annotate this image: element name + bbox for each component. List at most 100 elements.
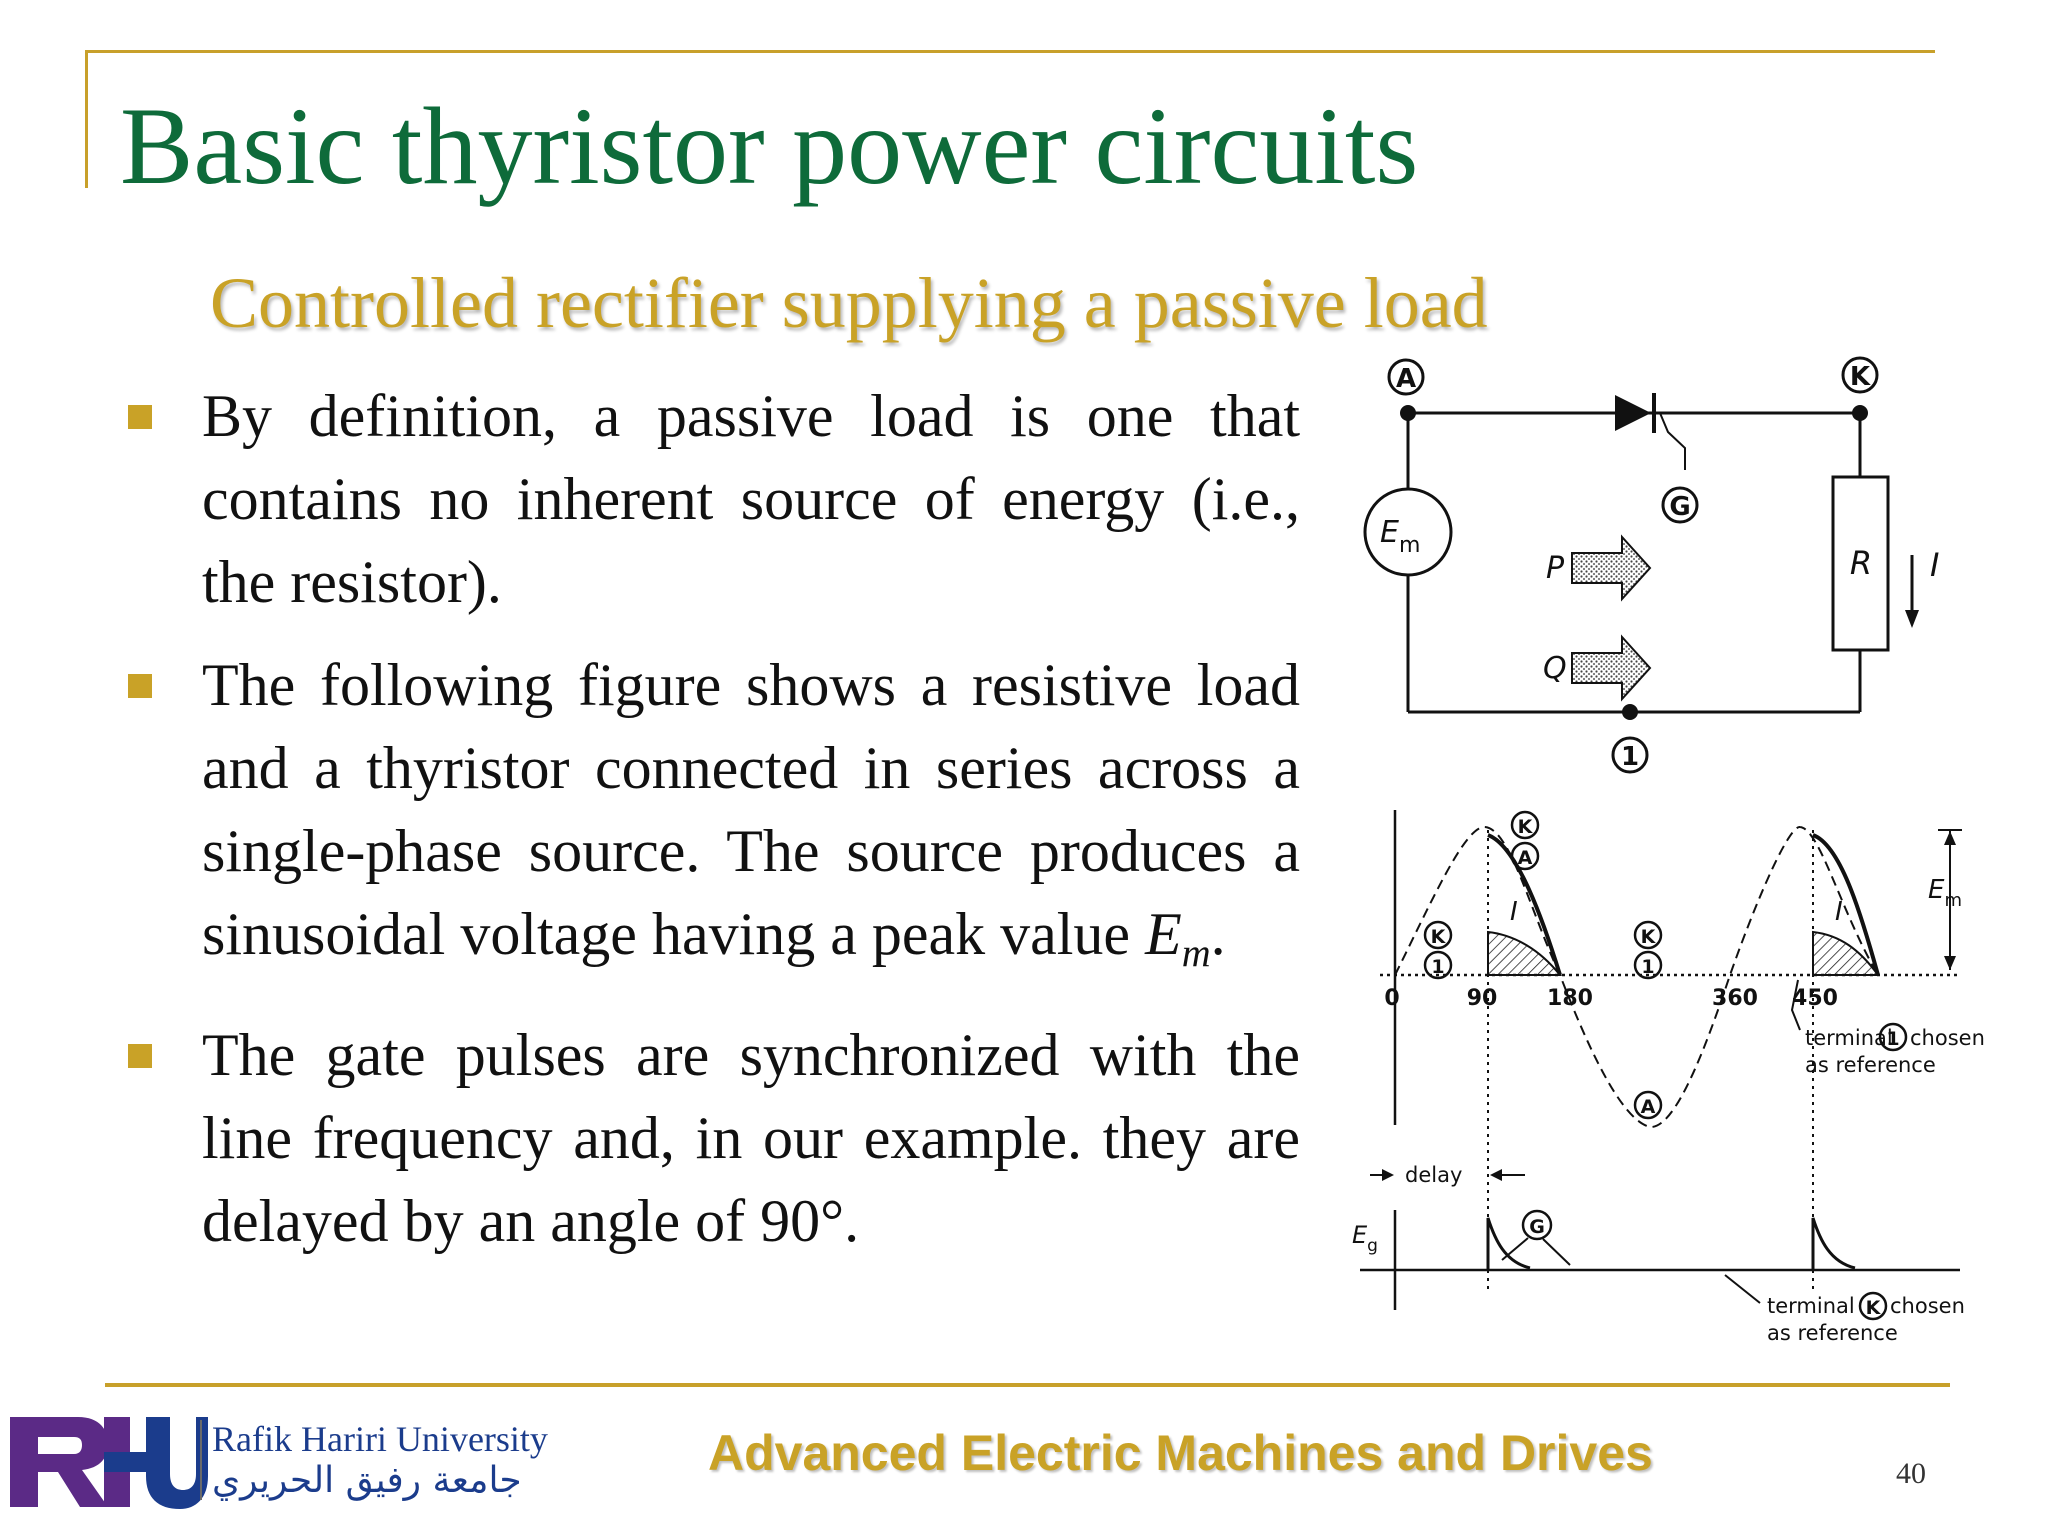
slide-title: Basic thyristor power circuits xyxy=(120,85,1419,207)
gate-node-g-label: G xyxy=(1529,1216,1545,1238)
em-subscript: m xyxy=(1944,890,1962,911)
source-subscript: m xyxy=(1399,533,1420,558)
waveform-current-1: I xyxy=(1510,897,1518,927)
logo-r-shape xyxy=(10,1417,108,1507)
power-q-label: Q xyxy=(1543,651,1567,686)
logo-u-shape xyxy=(146,1417,208,1509)
university-name-en: Rafik Hariri University xyxy=(212,1419,548,1459)
em-symbol: E xyxy=(1928,875,1945,905)
source-label: Em xyxy=(1380,515,1420,558)
resistor-label: R xyxy=(1850,544,1872,582)
wave-ref-line2: as reference xyxy=(1805,1053,1936,1077)
bullet-item: The gate pulses are synchronized with th… xyxy=(120,1014,1300,1263)
node-k-label: K xyxy=(1850,362,1871,392)
wave-node-a-1: A xyxy=(1518,847,1533,869)
node-g-label: G xyxy=(1669,492,1690,522)
node-a-label: A xyxy=(1396,364,1416,394)
thyristor-voltage-2 xyxy=(1812,833,1880,976)
eg-symbol: E xyxy=(1352,1221,1368,1249)
node-1-dot xyxy=(1622,704,1638,720)
em-symbol: E xyxy=(1145,901,1182,967)
bullet-item: The following figure shows a resistive l… xyxy=(120,644,1300,994)
waveform-current-2: I xyxy=(1835,897,1843,927)
source-circle xyxy=(1363,487,1453,577)
wave-node-1-2: 1 xyxy=(1431,956,1444,978)
bullet-item: By definition, a passive load is one tha… xyxy=(120,375,1300,624)
thyristor-icon xyxy=(1615,395,1651,431)
footer-divider xyxy=(105,1383,1950,1387)
node-g-marker xyxy=(1661,486,1699,524)
wave-ref-mark: 1 xyxy=(1886,1028,1899,1050)
circuit-diagram xyxy=(1363,411,1914,714)
gate-ref-terminal: terminal xyxy=(1767,1294,1855,1318)
frame-left-border xyxy=(85,50,88,188)
thyristor-figure: A K G 1 Em R I P Q 0 90 180 360 450 I I … xyxy=(1352,356,1985,1345)
gate-g-leader-2 xyxy=(1542,1238,1571,1266)
wave-ref-leader xyxy=(1790,979,1801,1031)
gate-ref-k-marker xyxy=(1858,1291,1888,1321)
wave-node-k-3: K xyxy=(1641,926,1657,948)
gate-lead xyxy=(1659,412,1686,470)
bullet-square-icon xyxy=(128,405,152,429)
bullet-text: The following figure shows a resistive l… xyxy=(202,652,1300,967)
tick-0: 0 xyxy=(1384,986,1399,1011)
source-symbol: E xyxy=(1380,515,1399,550)
node-k-dot xyxy=(1852,405,1868,421)
node-a-dot xyxy=(1400,405,1416,421)
gate-node-g-marker xyxy=(1521,1209,1553,1241)
gate-g-leader-1 xyxy=(1501,1237,1529,1261)
bullet-text: By definition, a passive load is one tha… xyxy=(202,383,1300,615)
course-title: Advanced Electric Machines and Drives xyxy=(708,1425,1653,1481)
power-q-arrow-icon xyxy=(1571,634,1652,702)
em-arrow-up xyxy=(1944,831,1956,845)
page-number: 40 xyxy=(1896,1457,1926,1490)
slide-subtitle: Controlled rectifier supplying a passive… xyxy=(210,263,1488,343)
wave-ref-terminal: terminal xyxy=(1805,1026,1893,1050)
node-k-marker xyxy=(1841,356,1879,394)
rhu-logo xyxy=(10,1417,208,1509)
delay-arrow-left xyxy=(1382,1169,1394,1181)
node-1-marker xyxy=(1611,736,1649,774)
node-a-marker xyxy=(1387,358,1425,396)
gate-pulse-2 xyxy=(1811,1217,1856,1270)
power-p-arrow-icon xyxy=(1571,534,1652,602)
wave-node-k-1: K xyxy=(1518,816,1534,838)
gate-ref-mark: K xyxy=(1866,1297,1882,1319)
frame-top-border xyxy=(85,50,1935,53)
tick-90: 90 xyxy=(1467,986,1498,1011)
waveform-node-markers xyxy=(1423,810,1908,1120)
gate-pulse-1 xyxy=(1486,1217,1531,1270)
current-label: I xyxy=(1930,546,1939,584)
bullet-list: By definition, a passive load is one tha… xyxy=(120,375,1300,1283)
power-p-label: P xyxy=(1546,551,1565,586)
delay-label: delay xyxy=(1405,1163,1462,1187)
gate-ref-line2: as reference xyxy=(1767,1321,1898,1345)
gate-ref-leader xyxy=(1724,1274,1761,1304)
bullet-square-icon xyxy=(128,674,152,698)
wave-node-1-3: 1 xyxy=(1641,956,1654,978)
delay-arrow-right xyxy=(1490,1169,1502,1181)
eg-label: Eg xyxy=(1352,1221,1378,1256)
node-1-label: 1 xyxy=(1621,742,1639,772)
source-sine-wave xyxy=(1394,825,1879,1129)
university-name-ar: جامعة رفيق الحريري xyxy=(212,1460,522,1501)
thyristor-voltage-1 xyxy=(1487,833,1562,976)
resistor-box xyxy=(1831,475,1890,652)
em-arrow-down xyxy=(1944,956,1956,970)
tick-360: 360 xyxy=(1712,986,1758,1011)
university-divider xyxy=(200,1420,202,1500)
em-label: Em xyxy=(1928,875,1962,911)
circuit-labels xyxy=(1387,356,1879,774)
em-subscript: m xyxy=(1181,930,1211,975)
bullet-end: . xyxy=(1210,901,1226,967)
eg-subscript: g xyxy=(1367,1236,1378,1256)
wave-ref-chosen: chosen xyxy=(1910,1026,1985,1050)
current-arrowhead xyxy=(1905,610,1919,628)
gate-ref-chosen: chosen xyxy=(1890,1294,1965,1318)
bullet-square-icon xyxy=(128,1044,152,1068)
tick-450: 450 xyxy=(1792,986,1838,1011)
wave-node-a-4: A xyxy=(1641,1096,1656,1118)
wave-node-k-2: K xyxy=(1431,926,1447,948)
bullet-text: The gate pulses are synchronized with th… xyxy=(202,1022,1300,1254)
gate-axes xyxy=(1360,1174,1960,1310)
